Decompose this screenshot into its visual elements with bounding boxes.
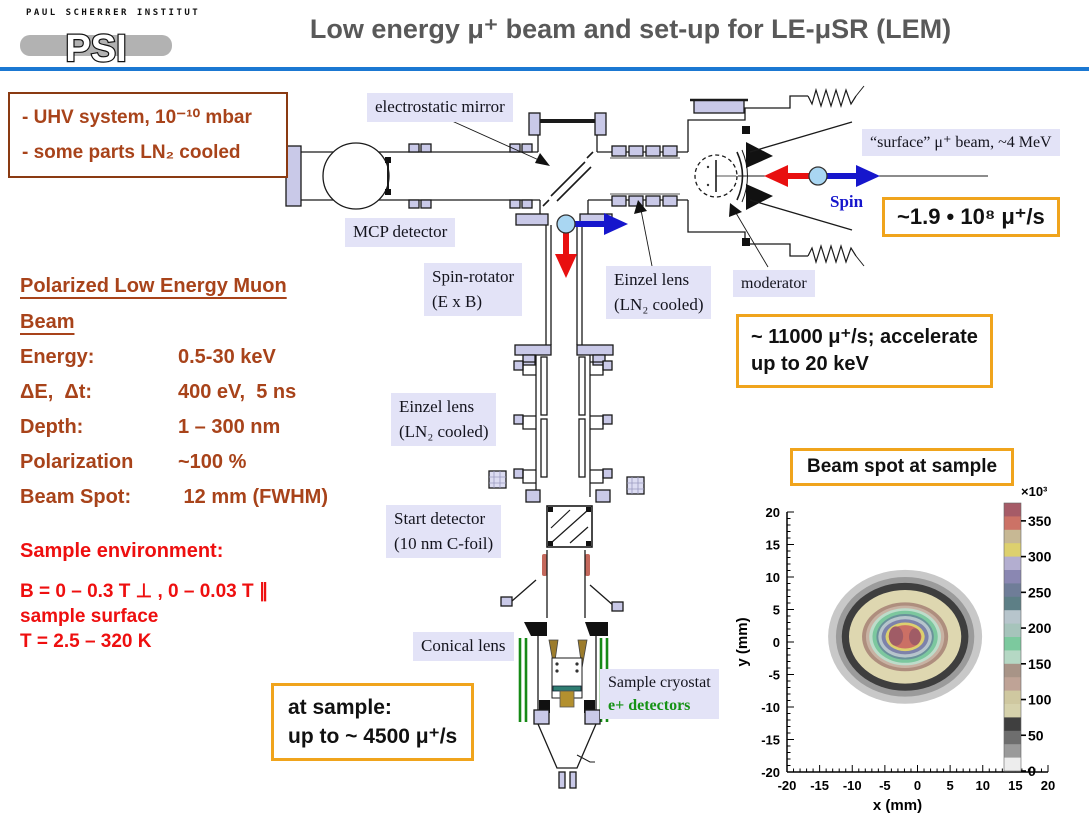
beam-props-heading-1: Polarized Low Energy Muon <box>20 275 287 297</box>
sample-env-heading: Sample environment: <box>20 540 224 562</box>
muon-symbol-2 <box>556 214 576 234</box>
uhv-info-box: - UHV system, 10⁻¹⁰ mbar - some parts LN… <box>8 92 288 178</box>
prop-row-energy: Energy:0.5-30 keV <box>20 346 276 368</box>
svg-text:x (mm): x (mm) <box>873 797 922 813</box>
prop-row-beam-spot: Beam Spot: 12 mm (FWHM) <box>20 486 328 508</box>
svg-text:350: 350 <box>1028 513 1052 529</box>
svg-text:PSI: PSI <box>65 28 126 70</box>
label-moderator: moderator <box>733 270 815 298</box>
sample-environment-panel: Sample environment: B = 0 – 0.3 T ⊥ , 0 … <box>20 540 268 654</box>
svg-text:20: 20 <box>1041 778 1055 793</box>
label-start-detector: Start detector (10 nm C-foil) <box>386 505 502 559</box>
svg-text:50: 50 <box>1028 727 1044 743</box>
sample-env-temperature: T = 2.5 – 320 K <box>20 631 152 652</box>
svg-text:×10³: ×10³ <box>1021 484 1048 499</box>
svg-text:250: 250 <box>1028 584 1052 600</box>
svg-text:0: 0 <box>773 635 780 650</box>
moderated-rate-box: ~ 11000 μ⁺/s; accelerate up to 20 keV <box>736 314 993 388</box>
electrostatic-mirror-symbol <box>542 151 594 207</box>
label-electrostatic-mirror: electrostatic mirror <box>367 93 513 122</box>
svg-text:0: 0 <box>914 778 921 793</box>
moderator-symbol <box>694 121 853 231</box>
label-spin-rotator: Spin-rotator (E x B) <box>424 263 523 317</box>
prop-row-de-dt: ΔE, Δt:400 eV, 5 ns <box>20 381 297 403</box>
svg-text:5: 5 <box>947 778 954 793</box>
svg-text:y (mm): y (mm) <box>734 617 751 666</box>
prop-row-polarization: Polarization~100 % <box>20 451 247 473</box>
slide-title: Low energy μ⁺ beam and set-up for LE-μSR… <box>309 14 952 44</box>
uhv-line-1: - UHV system, 10⁻¹⁰ mbar <box>22 107 252 128</box>
label-einzel-lens-mid: Einzel lens (LN₂ cooled) <box>391 393 497 447</box>
institute-name: PAUL SCHERRER INSTITUT <box>26 8 201 18</box>
sample-env-b-field: B = 0 – 0.3 T ⊥ , 0 – 0.03 T ∥ <box>20 581 269 602</box>
at-sample-rate-box: at sample: up to ~ 4500 μ⁺/s <box>271 683 475 761</box>
start-detector-symbol <box>546 505 593 548</box>
label-mcp-detector: MCP detector <box>345 218 456 247</box>
beam-spot-plot: -20 -15 -10 -5 0 5 10 15 20 -20 -15 -10 -5 0 5 10 15 20 x … <box>734 484 1055 813</box>
svg-text:10: 10 <box>766 570 780 585</box>
sample-env-surface: sample surface <box>20 606 159 627</box>
label-conical-lens: Conical lens <box>413 632 514 661</box>
svg-text:-20: -20 <box>778 778 797 793</box>
label-pointers <box>451 120 769 268</box>
svg-text:-10: -10 <box>761 700 780 715</box>
beam-properties-panel: Polarized Low Energy Muon Beam Energy:0.… <box>20 268 405 515</box>
svg-text:5: 5 <box>773 603 780 618</box>
svg-text:20: 20 <box>766 505 780 520</box>
label-surface-beam: “surface” μ⁺ beam, ~4 MeV <box>862 129 1060 157</box>
muon-symbol <box>808 166 828 186</box>
svg-text:-10: -10 <box>843 778 862 793</box>
surface-rate-box: ~1.9 • 10⁸ μ⁺/s <box>882 197 1060 237</box>
beam-spot-title-box: Beam spot at sample <box>790 448 1015 486</box>
svg-text:15: 15 <box>1008 778 1022 793</box>
psi-logo: PSI <box>20 27 172 70</box>
label-einzel-lens-top: Einzel lens (LN₂ cooled) <box>606 266 712 320</box>
conical-lens-symbol <box>548 639 559 669</box>
label-e-plus-detectors: e+ detectors <box>608 697 691 715</box>
svg-text:100: 100 <box>1028 692 1052 708</box>
svg-text:-15: -15 <box>810 778 829 793</box>
svg-text:300: 300 <box>1028 549 1052 565</box>
svg-text:10: 10 <box>976 778 990 793</box>
svg-text:-20: -20 <box>761 765 780 780</box>
beam-props-heading-2: Beam <box>20 311 75 333</box>
uhv-line-2: - some parts LN₂ cooled <box>22 142 241 163</box>
svg-text:-5: -5 <box>768 668 780 683</box>
prop-row-depth: Depth:1 – 300 nm <box>20 416 281 438</box>
svg-text:-5: -5 <box>879 778 891 793</box>
label-sample-cryostat: Sample cryostat e+ detectors <box>600 669 719 720</box>
svg-text:0: 0 <box>1028 763 1036 779</box>
svg-text:200: 200 <box>1028 620 1052 636</box>
svg-text:150: 150 <box>1028 656 1052 672</box>
svg-text:15: 15 <box>766 538 780 553</box>
sample-cryostat-symbol <box>533 636 601 789</box>
spin-label: Spin <box>830 192 864 211</box>
header-divider <box>0 67 1089 71</box>
svg-text:-15: -15 <box>761 733 780 748</box>
beamline-art <box>285 85 988 789</box>
